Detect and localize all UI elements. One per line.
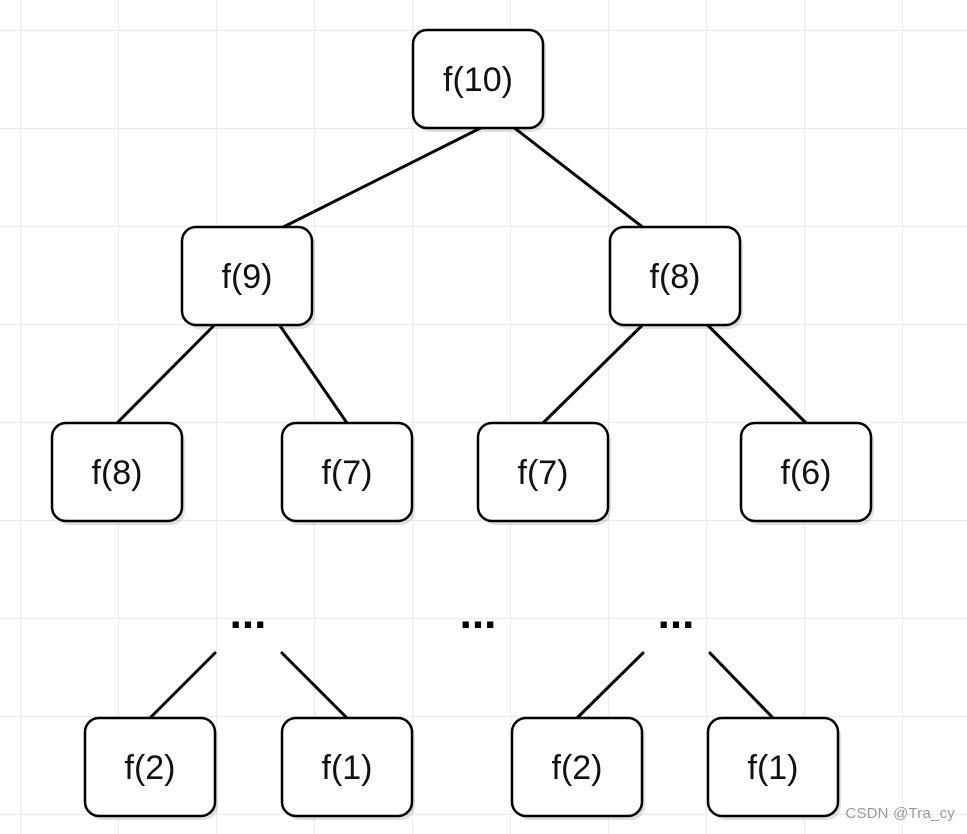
tree-node: f(6) xyxy=(739,421,874,525)
node-box xyxy=(739,421,873,523)
tree-node: f(2) xyxy=(510,716,645,820)
edge-n10-n8a xyxy=(512,126,644,229)
node-box xyxy=(510,716,644,818)
edge-n10-n9 xyxy=(281,126,483,229)
edge-e3-n2b xyxy=(575,651,645,720)
nodes-layer: f(10) f(9) f(8) f(8) f(7) f(7) f(6) f(2) f(1) f(2… xyxy=(50,28,874,820)
ellipsis-2: ... xyxy=(460,589,497,638)
node-label: f(6) xyxy=(781,454,832,492)
node-box xyxy=(83,716,217,818)
tree-node: f(8) xyxy=(50,421,185,525)
tree-node: f(1) xyxy=(280,716,415,820)
node-box xyxy=(180,225,314,327)
node-label: f(9) xyxy=(222,258,273,296)
tree-node: f(8) xyxy=(608,225,743,329)
node-label: f(1) xyxy=(748,749,799,787)
node-box xyxy=(706,716,840,818)
node-box xyxy=(608,225,742,327)
node-label: f(2) xyxy=(125,749,176,787)
node-label: f(10) xyxy=(443,61,513,99)
ellipsis-3: ... xyxy=(658,589,695,638)
node-box xyxy=(476,421,610,523)
node-label: f(2) xyxy=(552,749,603,787)
node-box xyxy=(280,716,414,818)
tree-node: f(7) xyxy=(476,421,611,525)
edge-e1-n1a xyxy=(280,651,349,720)
edge-e3-n1b xyxy=(708,651,775,720)
edge-n8a-n6 xyxy=(706,323,808,425)
edge-n9-n7a xyxy=(278,323,349,425)
node-label: f(7) xyxy=(322,454,373,492)
tree-node: f(1) xyxy=(706,716,841,820)
node-label: f(7) xyxy=(518,454,569,492)
watermark: CSDN @Tra_cy xyxy=(845,805,955,822)
edge-e1-n2a xyxy=(148,651,217,720)
tree-node: f(2) xyxy=(83,716,218,820)
edges-layer xyxy=(115,126,808,720)
tree-node: f(10) xyxy=(411,28,546,132)
node-label: f(8) xyxy=(650,258,701,296)
tree-node: f(9) xyxy=(180,225,315,329)
node-box xyxy=(280,421,414,523)
node-box xyxy=(411,28,545,130)
ellipsis-layer: ......... xyxy=(230,589,695,638)
tree-node: f(7) xyxy=(280,421,415,525)
ellipsis-1: ... xyxy=(230,589,267,638)
node-label: f(1) xyxy=(322,749,373,787)
edge-n9-n8b xyxy=(115,323,216,425)
node-box xyxy=(50,421,184,523)
node-label: f(8) xyxy=(92,454,143,492)
edge-n8a-n7b xyxy=(541,323,644,425)
